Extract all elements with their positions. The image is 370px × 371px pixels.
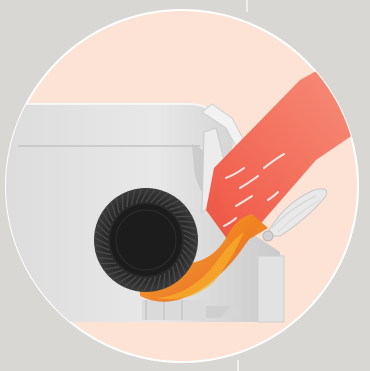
fan-blade <box>122 194 123 210</box>
fan-blade <box>169 270 170 286</box>
blower-fan-icon <box>94 188 198 292</box>
fan-blade <box>176 216 192 217</box>
fan-blade <box>100 263 116 264</box>
